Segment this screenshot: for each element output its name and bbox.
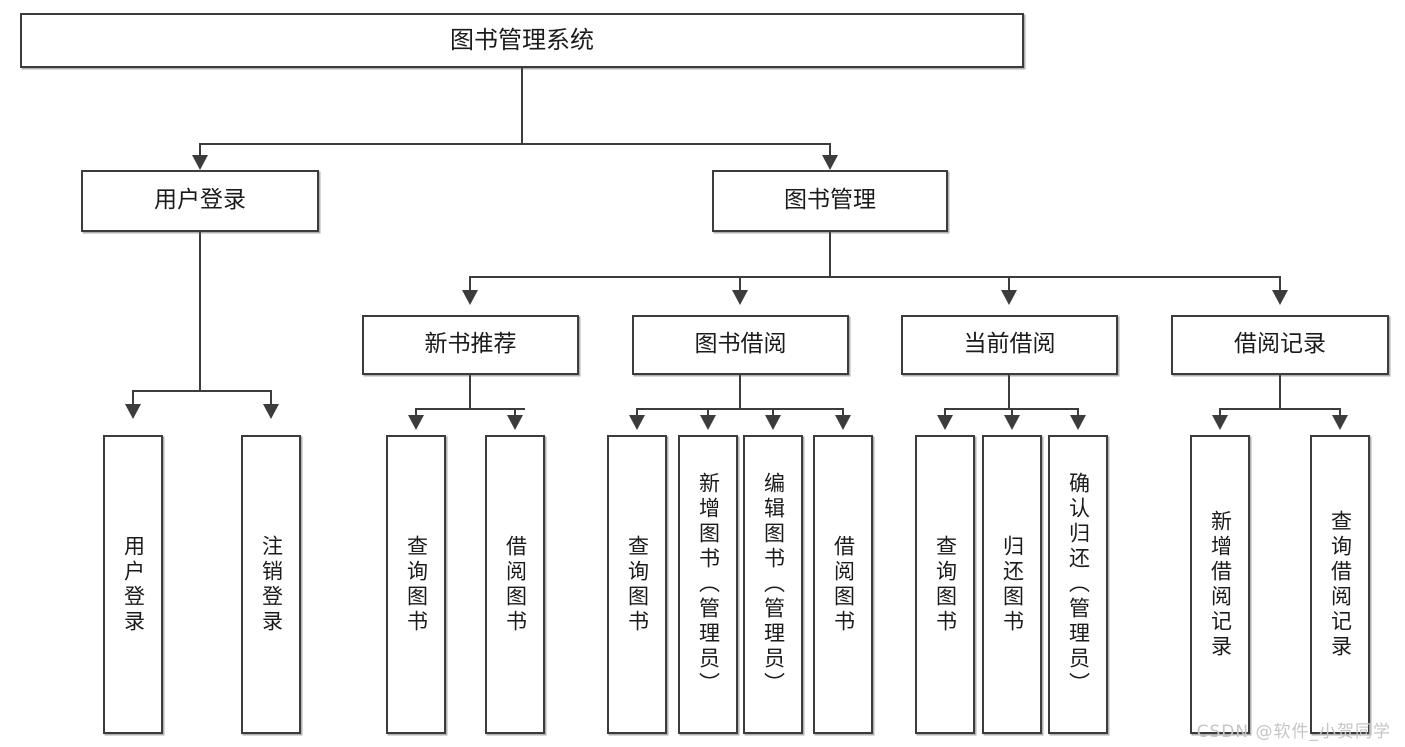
leaf-add-book-admin[interactable]: 新增图书（管理员）	[678, 435, 738, 734]
node-label: 新书推荐	[424, 331, 517, 358]
node-label: 借阅图书	[831, 534, 856, 635]
edge-borrow-drop-1	[636, 408, 638, 420]
arrow-leaf-return-book	[1004, 415, 1020, 430]
node-label: 图书管理系统	[450, 26, 594, 55]
edge-bookmgmt-stem	[829, 232, 831, 277]
edge-bookmgmt-drop-2	[739, 276, 741, 298]
arrow-leaf-user-login	[125, 404, 141, 419]
leaf-query-book-borrow[interactable]: 查询图书	[607, 435, 667, 734]
csdn-watermark: CSDN @软件_小贺同学	[1196, 722, 1391, 742]
node-user-login[interactable]: 用户登录	[81, 170, 319, 232]
edge-userlogin-stem	[199, 232, 201, 392]
edge-userlogin-drop-2	[270, 390, 272, 410]
edge-current-drop-3	[1077, 408, 1079, 420]
node-label: 查询图书	[625, 534, 650, 635]
arrow-to-current-borrow	[1001, 290, 1017, 305]
node-current-borrow[interactable]: 当前借阅	[901, 315, 1118, 375]
edge-current-drop-1	[944, 408, 946, 420]
edge-newbook-stem	[469, 375, 471, 410]
leaf-confirm-return-admin[interactable]: 确认归还（管理员）	[1048, 435, 1108, 734]
arrow-leaf-borrow-book-1	[507, 415, 523, 430]
node-label: 注销登录	[259, 534, 284, 635]
node-new-book-recommend[interactable]: 新书推荐	[362, 315, 579, 375]
edge-bookmgmt-drop-1	[469, 276, 471, 298]
leaf-return-book[interactable]: 归还图书	[982, 435, 1042, 734]
node-label: 查询图书	[933, 534, 958, 635]
edge-newbook-drop-2	[514, 408, 516, 420]
node-label: 查询借阅记录	[1328, 509, 1353, 660]
node-label: 归还图书	[1000, 534, 1025, 635]
arrow-leaf-confirm-return	[1070, 415, 1086, 430]
edge-root-drop-2	[829, 143, 831, 163]
arrow-leaf-query-book-2	[629, 415, 645, 430]
node-book-borrow[interactable]: 图书借阅	[632, 315, 849, 375]
node-borrow-record[interactable]: 借阅记录	[1171, 315, 1389, 375]
edge-current-drop-2	[1011, 408, 1013, 420]
node-book-management[interactable]: 图书管理	[712, 170, 948, 232]
leaf-logout[interactable]: 注销登录	[241, 435, 301, 734]
node-label: 用户登录	[121, 534, 146, 635]
leaf-query-borrow-record[interactable]: 查询借阅记录	[1310, 435, 1370, 734]
leaf-user-login[interactable]: 用户登录	[103, 435, 163, 734]
node-label: 图书管理	[784, 187, 876, 214]
arrow-to-new-book-rec	[462, 290, 478, 305]
arrow-to-borrow-record	[1272, 290, 1288, 305]
arrow-leaf-logout	[263, 404, 279, 419]
arrow-leaf-add-record	[1212, 415, 1228, 430]
arrow-to-user-login	[192, 155, 208, 170]
leaf-query-book-current[interactable]: 查询图书	[915, 435, 975, 734]
edge-bookmgmt-drop-3	[1008, 276, 1010, 298]
arrow-leaf-query-record	[1332, 415, 1348, 430]
edge-root-stem	[521, 68, 523, 144]
node-label: 当前借阅	[963, 331, 1056, 358]
arrow-leaf-add-book	[700, 415, 716, 430]
edge-root-bus	[199, 143, 831, 145]
edge-root-drop-1	[199, 143, 201, 163]
arrow-leaf-borrow-book-2	[835, 415, 851, 430]
edge-userlogin-bus	[132, 390, 271, 392]
arrow-leaf-edit-book	[765, 415, 781, 430]
leaf-borrow-book[interactable]: 借阅图书	[813, 435, 873, 734]
arrow-leaf-query-book-1	[408, 415, 424, 430]
edge-record-stem	[1279, 375, 1281, 410]
node-root-library-system[interactable]: 图书管理系统	[20, 13, 1024, 68]
node-label: 新增图书（管理员）	[696, 472, 721, 697]
edge-borrow-drop-4	[842, 408, 844, 420]
leaf-borrow-book-newbook[interactable]: 借阅图书	[485, 435, 545, 734]
edge-borrow-bus	[636, 408, 844, 410]
edge-borrow-drop-3	[772, 408, 774, 420]
edge-borrow-stem	[739, 375, 741, 410]
node-label: 借阅图书	[503, 534, 528, 635]
edge-bookmgmt-drop-4	[1279, 276, 1281, 298]
leaf-query-book-newbook[interactable]: 查询图书	[386, 435, 446, 734]
leaf-edit-book-admin[interactable]: 编辑图书（管理员）	[743, 435, 803, 734]
node-label: 借阅记录	[1234, 331, 1326, 358]
edge-newbook-drop-1	[415, 408, 417, 420]
edge-userlogin-drop-1	[132, 390, 134, 410]
leaf-add-borrow-record[interactable]: 新增借阅记录	[1190, 435, 1250, 734]
edge-bookmgmt-bus	[469, 276, 1281, 278]
arrow-to-book-mgmt	[822, 155, 838, 170]
node-label: 编辑图书（管理员）	[761, 472, 786, 697]
node-label: 用户登录	[154, 187, 246, 214]
arrow-leaf-query-book-3	[937, 415, 953, 430]
node-label: 查询图书	[404, 534, 429, 635]
edge-current-stem	[1008, 375, 1010, 410]
arrow-to-book-borrow	[732, 290, 748, 305]
node-label: 新增借阅记录	[1208, 509, 1233, 660]
edge-newbook-bus	[415, 408, 525, 410]
edge-record-bus	[1219, 408, 1341, 410]
node-label: 图书借阅	[694, 331, 787, 358]
edge-record-drop-2	[1339, 408, 1341, 420]
node-label: 确认归还（管理员）	[1066, 472, 1091, 697]
edge-borrow-drop-2	[707, 408, 709, 420]
edge-record-drop-1	[1219, 408, 1221, 420]
